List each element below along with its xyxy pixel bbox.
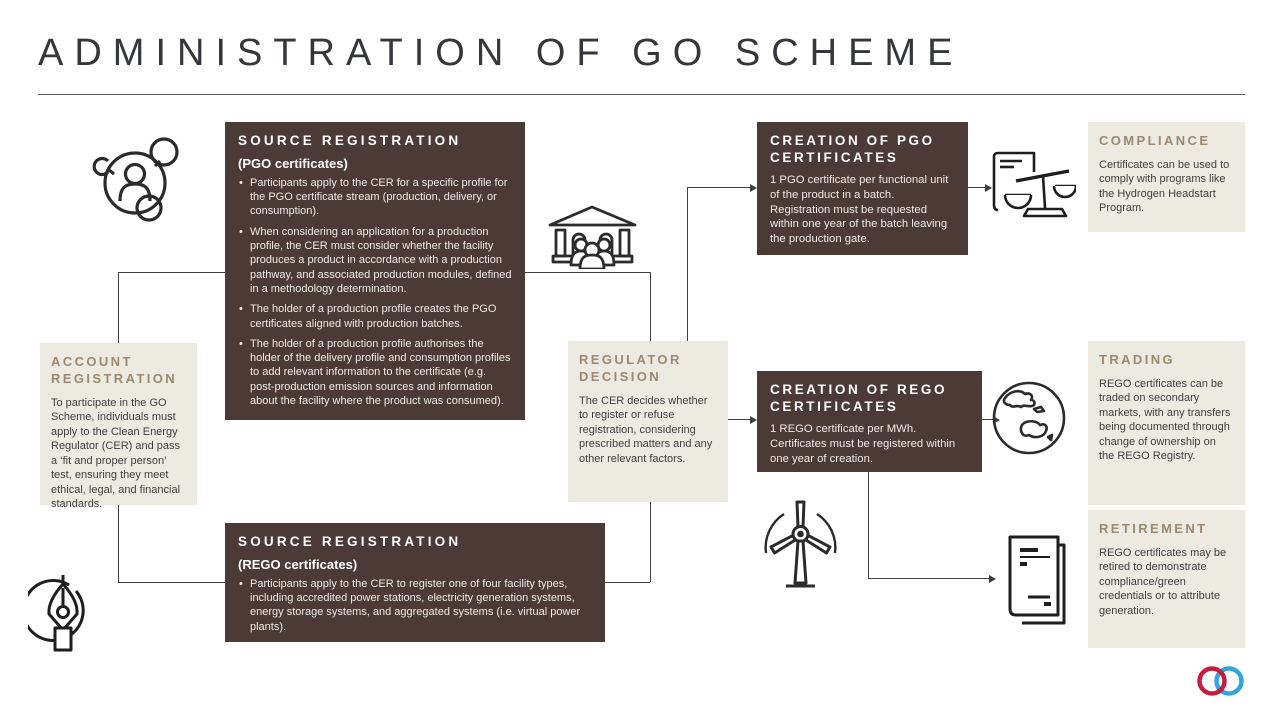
connector-account-to-rego-h [118,582,225,583]
retirement-body: REGO certificates may be retired to demo… [1099,546,1227,617]
trading-box: TRADING REGO certificates can be traded … [1088,341,1245,505]
source-registration-rego-bullets: Participants apply to the CER to registe… [238,577,592,634]
connector-creationrego-to-trading [982,419,994,420]
source-registration-pgo-title: SOURCE REGISTRATION [238,133,462,148]
bullet-item: Participants apply to the CER for a spec… [238,176,512,219]
trading-title: TRADING [1099,352,1176,367]
retirement-title: RETIREMENT [1099,521,1208,536]
connector-creationpgo-to-compliance [967,187,986,188]
account-registration-body: To participate in the GO Scheme, individ… [51,396,181,511]
connector-creationrego-to-retirement-h [868,578,990,579]
creation-pgo-title: CREATION OF PGO CERTIFICATES [770,133,935,165]
wind-turbine-icon [748,496,853,594]
connector-account-to-pgo-h [118,272,225,273]
connector-creationrego-to-retirement-v [868,472,869,578]
trading-body: REGO certificates can be traded on secon… [1099,377,1231,463]
arrowhead-to-creation-rego [750,415,757,424]
scales-document-icon [988,148,1076,228]
bullet-item: The holder of a production profile autho… [238,337,512,408]
globe-icon [988,376,1068,460]
source-registration-pgo-bullets: Participants apply to the CER for a spec… [238,176,512,408]
source-registration-rego-box: SOURCE REGISTRATION (REGO certificates) … [225,523,605,642]
creation-pgo-box: CREATION OF PGO CERTIFICATES 1 PGO certi… [757,122,968,255]
creation-rego-box: CREATION OF REGO CERTIFICATES 1 REGO cer… [757,371,982,472]
connector-account-to-pgo-v [118,272,119,343]
source-registration-pgo-box: SOURCE REGISTRATION (PGO certificates) P… [225,122,525,420]
connector-regulator-to-creationpgo-v [687,187,688,341]
creation-rego-body: 1 REGO certificate per MWh. Certificates… [770,422,956,465]
connector-regulator-to-creationrego-h [728,419,750,420]
source-registration-rego-title: SOURCE REGISTRATION [238,534,462,549]
compliance-title: COMPLIANCE [1099,133,1211,148]
page-title: ADMINISTRATION OF GO SCHEME [38,32,964,74]
connector-account-to-rego-v [118,505,119,582]
arrowhead-to-globe-icon [993,415,1000,424]
bullet-item: When considering an application for a pr… [238,225,512,296]
account-registration-title: ACCOUNT REGISTRATION [51,354,178,386]
pen-icon [28,572,98,654]
regulator-decision-body: The CER decides whether to register or r… [579,394,713,465]
bank-icon [545,203,640,269]
connector-regulator-to-creationpgo-h [687,187,751,188]
creation-pgo-body: 1 PGO certificate per functional unit of… [770,173,949,246]
rings-logo [1196,663,1246,699]
connector-pgo-to-regulator-v [650,272,651,341]
source-registration-rego-subtitle: (REGO certificates) [238,556,358,572]
creation-rego-title: CREATION OF REGO CERTIFICATES [770,382,948,414]
connector-rego-to-regulator-v [650,502,651,582]
compliance-body: Certificates can be used to comply with … [1099,158,1230,215]
regulator-decision-box: REGULATOR DECISION The CER decides wheth… [568,341,728,502]
title-divider [38,94,1245,95]
retirement-box: RETIREMENT REGO certificates may be reti… [1088,510,1245,648]
arrowhead-to-creation-pgo [750,183,757,192]
documents-icon [998,533,1073,628]
regulator-decision-title: REGULATOR DECISION [579,352,682,384]
source-registration-pgo-subtitle: (PGO certificates) [238,155,348,171]
people-network-icon [85,128,195,228]
account-registration-box: ACCOUNT REGISTRATION To participate in t… [40,343,197,510]
connector-rego-to-regulator-h [605,582,650,583]
arrowhead-to-documents-icon [989,574,996,583]
bullet-item: Participants apply to the CER to registe… [238,577,592,634]
arrowhead-to-scales-icon [985,183,992,192]
connector-pgo-to-regulator-h [525,272,650,273]
bullet-item: The holder of a production profile creat… [238,302,512,331]
compliance-box: COMPLIANCE Certificates can be used to c… [1088,122,1245,232]
